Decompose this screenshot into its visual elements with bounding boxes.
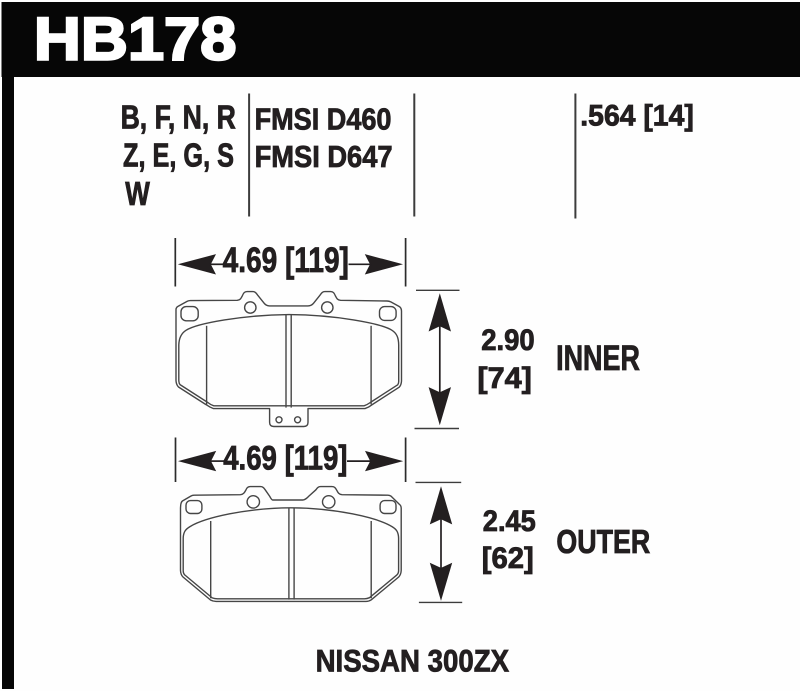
svg-text:W: W xyxy=(125,175,150,212)
svg-text:Z, E, G, S: Z, E, G, S xyxy=(123,137,234,174)
svg-text:2.90: 2.90 xyxy=(481,324,535,357)
svg-text:INNER: INNER xyxy=(556,339,640,378)
svg-text:[62]: [62] xyxy=(482,542,534,575)
svg-text:B, F, N, R: B, F, N, R xyxy=(121,99,236,136)
svg-text:4.69 [119]: 4.69 [119] xyxy=(223,240,349,280)
svg-text:FMSI D647: FMSI D647 xyxy=(255,139,393,174)
svg-text:.564 [14]: .564 [14] xyxy=(580,100,694,133)
svg-text:2.45: 2.45 xyxy=(483,505,536,538)
svg-text:HB178: HB178 xyxy=(34,6,237,73)
svg-text:[74]: [74] xyxy=(477,362,532,395)
svg-text:4.69 [119]: 4.69 [119] xyxy=(223,439,347,477)
svg-text:OUTER: OUTER xyxy=(556,524,650,561)
svg-text:FMSI D460: FMSI D460 xyxy=(255,101,392,136)
svg-text:NISSAN 300ZX: NISSAN 300ZX xyxy=(316,642,509,678)
